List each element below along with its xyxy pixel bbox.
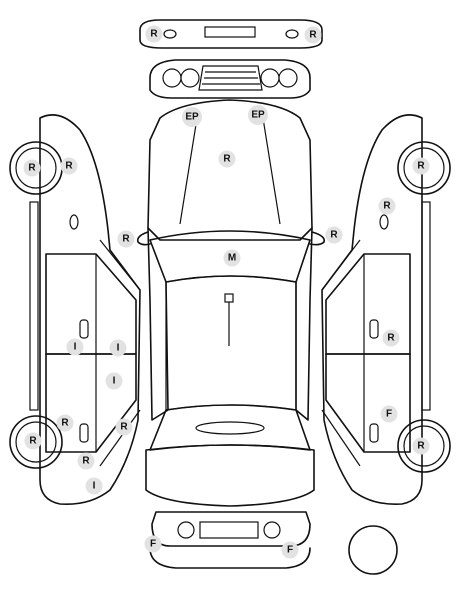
badge-left-rear-wheel: R [24,432,42,450]
spare-wheel [348,525,398,575]
badge-front-bumper-left: F [144,535,162,553]
badge-left-rear-quarter-lower: R [77,452,95,470]
badge-left-rear-door-upper: I [109,339,127,357]
badge-label: R [65,161,73,172]
badge-label: I [117,343,120,354]
badge-rear-bumper-right: R [304,26,322,44]
badge-left-rear-wheel-arch: R [56,414,74,432]
car-body-top-view [136,99,326,507]
rear-trunk-panel [149,59,311,99]
badge-label: R [387,333,395,344]
badge-right-front-wheel: R [412,157,430,175]
badge-label: I [74,342,77,353]
badge-left-mirror: R [117,230,135,248]
badge-label: R [122,234,130,245]
badge-windshield-left: EP [182,107,202,127]
badge-label: F [287,545,293,556]
badge-roof: M [223,249,241,267]
rear-bumper [139,19,323,49]
badge-label: R [61,418,69,429]
badge-rear-bumper-left: R [145,25,163,43]
badge-windshield-right: EP [248,105,268,125]
badge-left-front-wheel-arch: R [60,157,78,175]
badge-label: M [228,253,236,264]
badge-left-rear-door: I [105,372,123,390]
badge-label: R [120,422,128,433]
badge-right-rear-wheel: R [412,437,430,455]
badge-right-front-fender: R [378,197,396,215]
car-right-side [321,114,451,506]
badge-label: R [28,163,36,174]
badge-left-rear-sill: R [115,418,133,436]
badge-label: EP [251,110,265,121]
front-bumper [149,511,311,569]
badge-label: F [386,409,392,420]
badge-label: R [309,30,317,41]
badge-label: R [150,29,158,40]
badge-right-front-door: R [382,329,400,347]
badge-left-rear-bumper-corner: I [85,477,103,495]
badge-label: R [223,154,231,165]
badge-label: F [150,539,156,550]
badge-label: R [383,201,391,212]
badge-label: R [29,436,37,447]
badge-label: EP [185,112,199,123]
damage-badges: R R EP EP R R R M R R R R I I I R F R R R R I R F F [23,25,430,559]
badge-label: R [82,456,90,467]
badge-hood: R [218,150,236,168]
badge-label: R [330,230,338,241]
badge-label: I [113,376,116,387]
badge-right-rear-door: F [380,405,398,423]
badge-right-mirror: R [325,226,343,244]
badge-label: R [417,441,425,452]
badge-left-front-door-lower: I [66,338,84,356]
badge-front-bumper-right: F [281,541,299,559]
badge-label: I [93,481,96,492]
badge-left-front-wheel: R [23,159,41,177]
badge-label: R [417,161,425,172]
